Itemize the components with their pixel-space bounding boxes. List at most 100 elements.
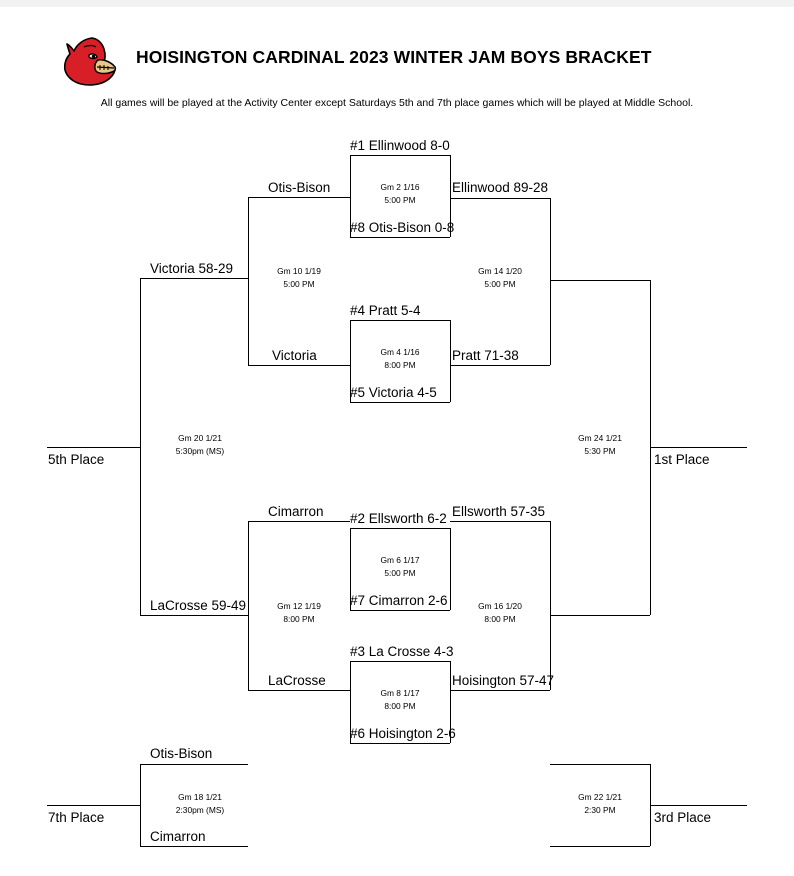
- game6-time: 5:00 PM: [384, 568, 416, 579]
- game10-left-edge: [248, 197, 249, 365]
- game24-info: Gm 24 1/21 5:30 PM: [547, 432, 653, 458]
- game8-top-team: #3 La Crosse 4-3: [350, 644, 454, 659]
- game22-top-line: [550, 764, 650, 765]
- game2-bottom-line: [350, 237, 450, 238]
- game6-bottom-line: [350, 610, 450, 611]
- game8-left-edge: [350, 661, 351, 743]
- game24-top-line: [550, 280, 650, 281]
- game2-right-edge: [450, 155, 451, 237]
- game24-right-edge: [650, 280, 651, 447]
- game12-info: Gm 12 1/19 8:00 PM: [248, 600, 350, 626]
- game8-top-line: [350, 661, 450, 662]
- game24-bottom-line: [550, 615, 650, 616]
- game4-left-edge: [350, 320, 351, 402]
- game8-bottom-line: [350, 743, 450, 744]
- game6-info: Gm 6 1/17 5:00 PM: [350, 554, 450, 580]
- game4-info: Gm 4 1/16 8:00 PM: [350, 346, 450, 372]
- game18-number: Gm 18 1/21: [178, 792, 222, 802]
- game22-number: Gm 22 1/21: [578, 792, 622, 802]
- game14-right-edge: [550, 198, 551, 365]
- game6-top-line: [350, 528, 450, 529]
- game2-winner: Ellinwood 89-28: [452, 180, 549, 195]
- game24-number: Gm 24 1/21: [578, 433, 622, 443]
- game16-time: 8:00 PM: [484, 614, 516, 625]
- game8-time: 8:00 PM: [384, 701, 416, 712]
- game2-top-team: #1 Ellinwood 8-0: [350, 138, 450, 153]
- game22-bottom-line: [550, 846, 650, 847]
- game2-bottom-team: #8 Otis-Bison 0-8: [350, 220, 455, 235]
- game6-bottom-team: #7 Cimarron 2-6: [350, 593, 448, 608]
- game10-winner: Victoria 58-29: [150, 261, 234, 276]
- page-title: HOISINGTON CARDINAL 2023 WINTER JAM BOYS…: [136, 47, 652, 67]
- game2-left-edge: [350, 155, 351, 237]
- game24-time: 5:30 PM: [584, 446, 616, 457]
- game6-right-edge: [450, 528, 451, 610]
- game22-time: 2:30 PM: [584, 805, 616, 816]
- third-place-line: [650, 805, 747, 806]
- page-top-strip: [0, 0, 794, 7]
- game18-left-edge: [140, 764, 141, 846]
- seventh-place-label: 7th Place: [48, 810, 105, 825]
- game4-time: 8:00 PM: [384, 360, 416, 371]
- game16-bottom-line: [450, 690, 550, 691]
- game20-top-line: [140, 278, 248, 279]
- game20-info: Gm 20 1/21 5:30pm (MS): [146, 432, 254, 458]
- game8-number: Gm 8 1/17: [380, 688, 420, 698]
- cardinal-head-logo: [62, 36, 118, 88]
- game2-number: Gm 2 1/16: [380, 182, 420, 192]
- game4-bottom-line: [350, 402, 450, 403]
- game14-time: 5:00 PM: [484, 279, 516, 290]
- fifth-place-label: 5th Place: [48, 452, 105, 467]
- game20-number: Gm 20 1/21: [178, 433, 222, 443]
- game10-top-team: Otis-Bison: [268, 180, 331, 195]
- game20-bottom-line: [140, 615, 248, 616]
- game12-bottom-team: LaCrosse: [268, 673, 326, 688]
- seventh-place-line: [47, 805, 140, 806]
- game6-winner: Ellsworth 57-35: [452, 504, 546, 519]
- game10-time: 5:00 PM: [283, 279, 315, 290]
- game10-bottom-team: Victoria: [272, 348, 317, 363]
- game4-right-edge: [450, 320, 451, 402]
- game4-top-team: #4 Pratt 5-4: [350, 303, 421, 318]
- game6-left-edge: [350, 528, 351, 610]
- game4-top-line: [350, 320, 450, 321]
- game18-info: Gm 18 1/21 2:30pm (MS): [146, 791, 254, 817]
- fifth-place-line: [47, 447, 140, 448]
- game6-top-team: #2 Ellsworth 6-2: [350, 511, 447, 526]
- game12-left-edge: [248, 521, 249, 690]
- game2-top-line: [350, 155, 450, 156]
- game18-bottom-line: [140, 846, 248, 847]
- game14-bottom-line: [450, 365, 550, 366]
- game18-time: 2:30pm (MS): [175, 805, 225, 816]
- game20-left-edge: [140, 278, 141, 447]
- game16-info: Gm 16 1/20 8:00 PM: [450, 600, 550, 626]
- game10-info: Gm 10 1/19 5:00 PM: [248, 265, 350, 291]
- game12-bottom-line: [248, 690, 350, 691]
- game20-time: 5:30pm (MS): [175, 446, 225, 457]
- game18-top-team: Otis-Bison: [150, 746, 213, 761]
- first-place-line: [650, 447, 747, 448]
- game8-winner: Hoisington 57-47: [452, 673, 555, 688]
- game18-bottom-team: Cimarron: [150, 829, 206, 844]
- game12-top-line: [248, 521, 350, 522]
- game10-top-line: [248, 197, 350, 198]
- game20-left-edge-lower: [140, 447, 141, 615]
- game22-info: Gm 22 1/21 2:30 PM: [547, 791, 653, 817]
- game8-right-edge: [450, 661, 451, 743]
- game24-right-edge-lower: [650, 447, 651, 615]
- game16-right-edge: [550, 521, 551, 690]
- game14-top-line: [450, 198, 550, 199]
- game8-info: Gm 8 1/17 8:00 PM: [350, 687, 450, 713]
- game10-bottom-line: [248, 365, 350, 366]
- venue-note: All games will be played at the Activity…: [100, 97, 694, 109]
- game12-time: 8:00 PM: [283, 614, 315, 625]
- game4-number: Gm 4 1/16: [380, 347, 420, 357]
- game10-number: Gm 10 1/19: [277, 266, 321, 276]
- game6-number: Gm 6 1/17: [380, 555, 420, 565]
- game2-time: 5:00 PM: [384, 195, 416, 206]
- third-place-label: 3rd Place: [654, 810, 712, 825]
- game12-top-team: Cimarron: [268, 504, 324, 519]
- game8-bottom-team: #6 Hoisington 2-6: [350, 726, 456, 741]
- game4-bottom-team: #5 Victoria 4-5: [350, 385, 437, 400]
